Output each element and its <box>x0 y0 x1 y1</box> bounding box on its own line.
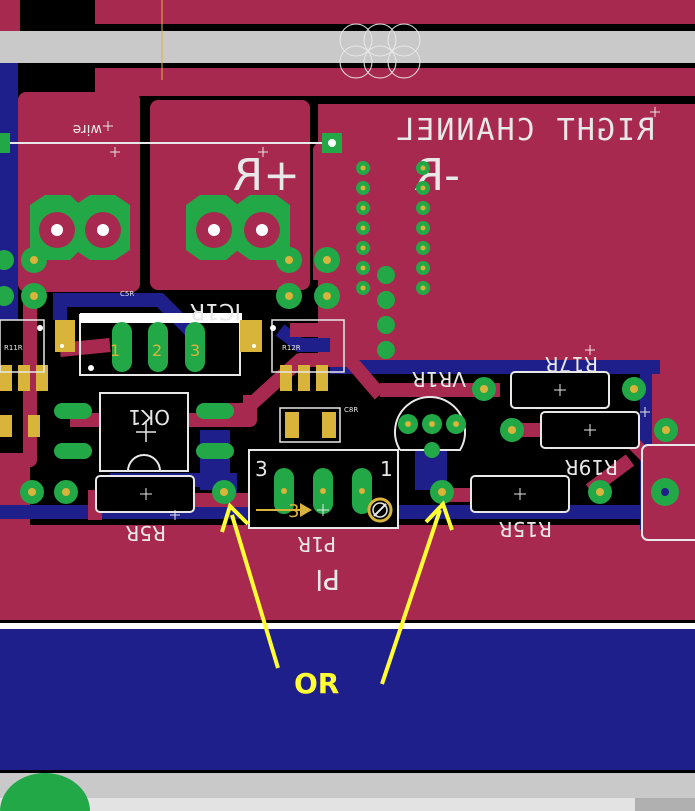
r19r-resistor[interactable] <box>500 411 678 449</box>
r12r-label: R12R <box>282 344 301 352</box>
smd-outlines <box>0 319 345 443</box>
header-pads[interactable] <box>0 247 340 309</box>
scrollbar-corner <box>635 798 695 811</box>
annotation-or-label: OR <box>294 667 339 700</box>
wire-end-pad[interactable] <box>0 133 342 153</box>
wire-label: wire <box>73 121 102 137</box>
right-channel-label: RIGHT CHANNEL <box>394 113 655 148</box>
c8r-label: C8R <box>344 406 358 414</box>
via-pad-holes <box>360 165 426 291</box>
p1r-label: P1R <box>297 532 336 556</box>
annotation-arrows <box>220 500 454 685</box>
origin-crosses <box>103 107 660 520</box>
r19r-label: R19R <box>565 455 618 479</box>
p1r-arrow-label: 3 <box>288 501 299 522</box>
ok1-label: OK1 <box>128 405 170 429</box>
r11r-label: R11R <box>4 344 23 352</box>
r15r-label: R15R <box>499 517 552 541</box>
p1r-pin3-label: 3 <box>255 457 268 481</box>
right-edge-connector[interactable] <box>641 444 695 541</box>
connector-plus-r[interactable] <box>30 195 130 260</box>
ic1r-pin1: 1 <box>110 341 120 360</box>
connector-minus-r[interactable] <box>186 195 290 260</box>
ic1r-label: IC1R <box>190 298 241 323</box>
board-edge-line <box>0 623 695 629</box>
r17r-resistor[interactable] <box>472 371 646 409</box>
vr1r-label: VR1R <box>412 367 466 391</box>
r5r-resistor[interactable] <box>20 475 236 513</box>
r17r-label: R17R <box>545 352 598 376</box>
ok1-optocoupler[interactable] <box>54 392 234 472</box>
vr1r-regulator[interactable] <box>394 395 466 458</box>
trimmer-screw-icon <box>367 497 393 523</box>
r5r-label: R5R <box>125 521 166 545</box>
mounting-hole-marks <box>339 23 421 79</box>
grey-stripe-top <box>0 31 695 63</box>
ic1r-regulator[interactable] <box>55 313 262 376</box>
pl-label: Pl <box>315 563 340 596</box>
plus-r-label: +R <box>233 150 300 201</box>
bottom-large-pad[interactable] <box>0 773 90 811</box>
c5r-label: C5R <box>120 290 134 298</box>
square-pad-markers <box>37 325 276 348</box>
ic1r-pin3: 3 <box>190 341 200 360</box>
p1r-pin1-label: 1 <box>380 457 393 481</box>
scrollbar-track[interactable] <box>0 798 635 811</box>
r15r-resistor[interactable] <box>430 475 612 513</box>
ic1r-pin2: 2 <box>152 341 162 360</box>
